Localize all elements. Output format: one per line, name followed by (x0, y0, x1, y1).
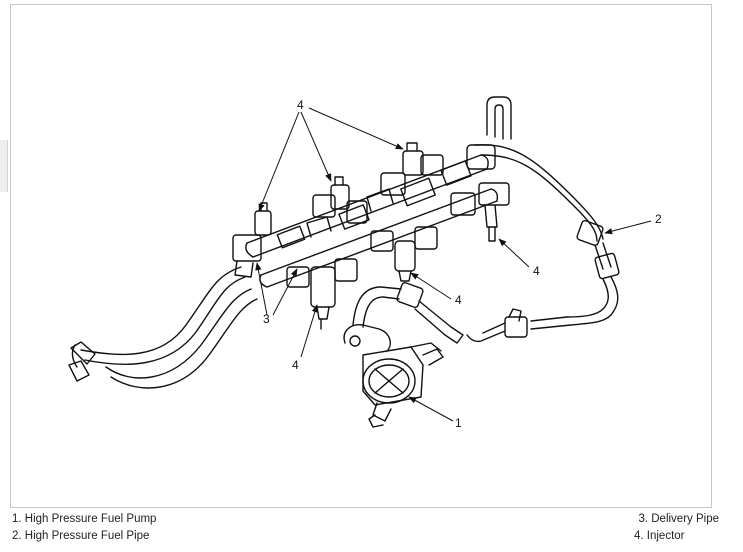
high-pressure-fuel-pump (343, 324, 444, 428)
injector-2 (312, 176, 368, 224)
leader-4-mid (410, 272, 452, 300)
legend-item-1: 1. High Pressure Fuel Pump (12, 513, 157, 525)
pump-feed-pipe (352, 281, 464, 344)
delivery-pipe (245, 154, 499, 288)
legend-item-3: 3. Delivery Pipe (638, 513, 719, 525)
callout-4-mid: 4 (455, 293, 462, 307)
leader-4-top-a (258, 111, 300, 212)
leader-3-a (255, 262, 268, 316)
leader-1 (408, 396, 454, 422)
leader-2 (604, 220, 652, 235)
high-pressure-fuel-pipe (466, 96, 620, 343)
leader-4-top-b (300, 111, 332, 182)
legend-item-4: 4. Injector (634, 530, 685, 542)
fuel-system-illustration (68, 96, 652, 428)
callout-4-right: 4 (533, 264, 540, 278)
injector-1 (232, 202, 272, 278)
left-fuel-line (68, 266, 258, 389)
callout-2: 2 (655, 212, 662, 226)
injector-3 (380, 142, 444, 196)
legend-item-2: 2. High Pressure Fuel Pipe (12, 530, 150, 542)
leader-4-top-c (308, 107, 404, 150)
diagram-frame: 4 2 4 4 3 4 1 (10, 4, 712, 508)
side-scroll-tab[interactable] (0, 140, 8, 192)
callout-4-bottom: 4 (292, 358, 299, 372)
injector-lower-row (286, 226, 438, 330)
callout-3: 3 (263, 312, 270, 326)
leader-3-b (272, 268, 298, 316)
callout-1: 1 (455, 416, 462, 430)
leader-4-bottom (300, 304, 318, 358)
callout-4-top: 4 (297, 98, 304, 112)
leader-4-right (498, 238, 530, 268)
